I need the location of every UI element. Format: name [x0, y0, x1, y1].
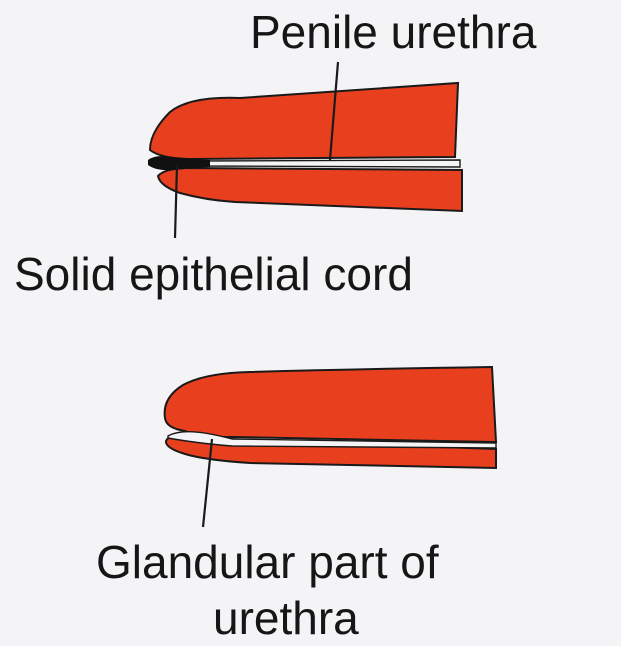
glandular-part-label-line-2: urethra [213, 592, 359, 644]
upper-stage-diagram [148, 62, 462, 238]
penile-urethra-label: Penile urethra [250, 6, 536, 58]
glandular-part-label-line-1: Glandular part of [96, 536, 439, 588]
upper-ventral-tissue [158, 168, 462, 211]
lower-stage-diagram [165, 367, 496, 527]
upper-dorsal-tissue [150, 83, 458, 159]
lower-dorsal-tissue [165, 367, 496, 442]
solid-epithelial-cord-label: Solid epithelial cord [14, 248, 413, 300]
upper-urethral-lumen [195, 160, 460, 167]
